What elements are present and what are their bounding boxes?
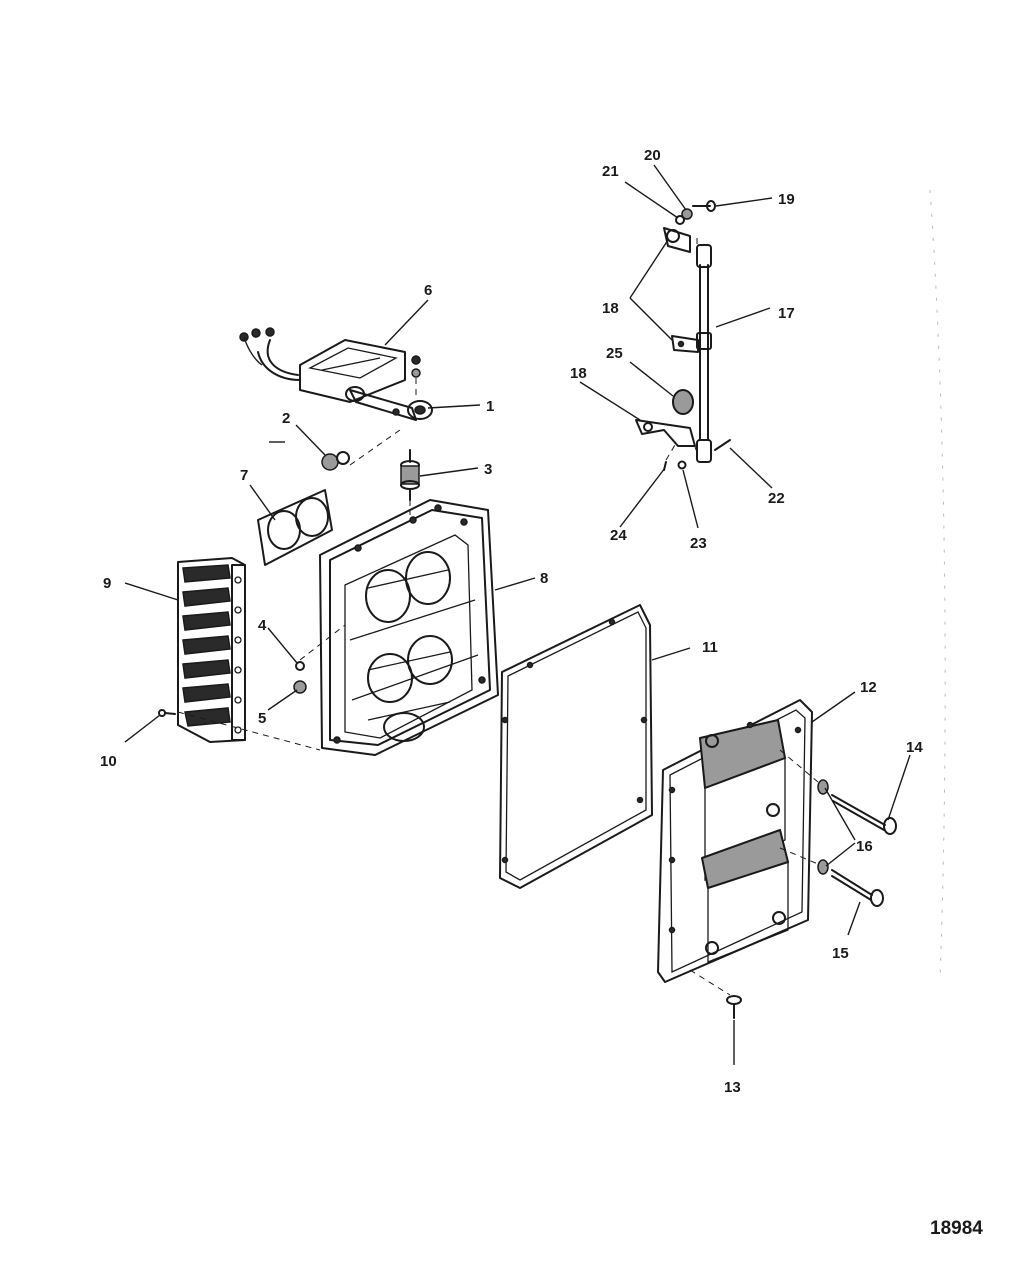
part-15-bolt xyxy=(831,869,884,907)
callout-15: 15 xyxy=(832,945,849,962)
part-4-washer xyxy=(295,661,305,671)
part-1-bracket xyxy=(345,386,433,421)
callout-12: 12 xyxy=(860,679,877,696)
callout-11: 11 xyxy=(702,639,718,656)
callout-14: 14 xyxy=(906,739,923,756)
part-6-module xyxy=(239,327,421,403)
part-21-washer xyxy=(675,215,685,225)
assembly-lines xyxy=(177,238,819,996)
part-9-reed-block xyxy=(177,557,246,743)
part-14-bolt xyxy=(831,794,897,835)
callout-24: 24 xyxy=(610,527,627,544)
callout-6: 6 xyxy=(424,282,432,299)
part-12-cover xyxy=(657,699,813,983)
callout-17: 17 xyxy=(778,305,795,322)
part-25-roller xyxy=(672,389,694,415)
part-17-link-rod xyxy=(696,244,712,463)
callout-10: 10 xyxy=(100,753,117,770)
callout-16: 16 xyxy=(856,838,873,855)
part-10-screw xyxy=(158,709,176,717)
callout-7: 7 xyxy=(240,467,248,484)
part-2-nut xyxy=(321,451,350,471)
part-13-screw xyxy=(726,995,742,1019)
callout-18-upper: 18 xyxy=(602,300,619,317)
part-18-lever-lower xyxy=(635,419,696,447)
part-19-screw xyxy=(692,200,716,212)
callout-25: 25 xyxy=(606,345,623,362)
figure-number: 18984 xyxy=(930,1218,983,1239)
callout-19: 19 xyxy=(778,191,795,208)
part-22-pin xyxy=(714,439,731,451)
callout-13: 13 xyxy=(724,1079,741,1096)
callout-21: 21 xyxy=(602,163,619,180)
callout-23: 23 xyxy=(690,535,707,552)
callout-1: 1 xyxy=(486,398,494,415)
part-18-lever-upper xyxy=(663,227,691,253)
part-7-gasket xyxy=(257,489,333,566)
callout-5: 5 xyxy=(258,710,266,727)
leader-lines xyxy=(124,164,911,1065)
part-8-housing xyxy=(319,499,499,756)
part-11-gasket xyxy=(499,604,653,889)
callout-9: 9 xyxy=(103,575,111,592)
callout-18-lower: 18 xyxy=(570,365,587,382)
callout-labels: 1 2 3 4 5 6 7 8 9 10 11 12 13 14 15 16 1… xyxy=(100,147,923,1096)
callout-22: 22 xyxy=(768,490,785,507)
part-23-washer xyxy=(677,460,687,470)
callout-8: 8 xyxy=(540,570,548,587)
callout-2: 2 xyxy=(282,410,290,427)
part-16-washer xyxy=(817,779,829,875)
callout-20: 20 xyxy=(644,147,661,164)
scan-edge xyxy=(929,189,946,981)
part-18-lever-middle xyxy=(671,335,699,353)
callout-4: 4 xyxy=(258,617,267,634)
part-20-washer xyxy=(681,208,693,220)
part-3-grommet xyxy=(400,449,420,501)
callout-3: 3 xyxy=(484,461,492,478)
